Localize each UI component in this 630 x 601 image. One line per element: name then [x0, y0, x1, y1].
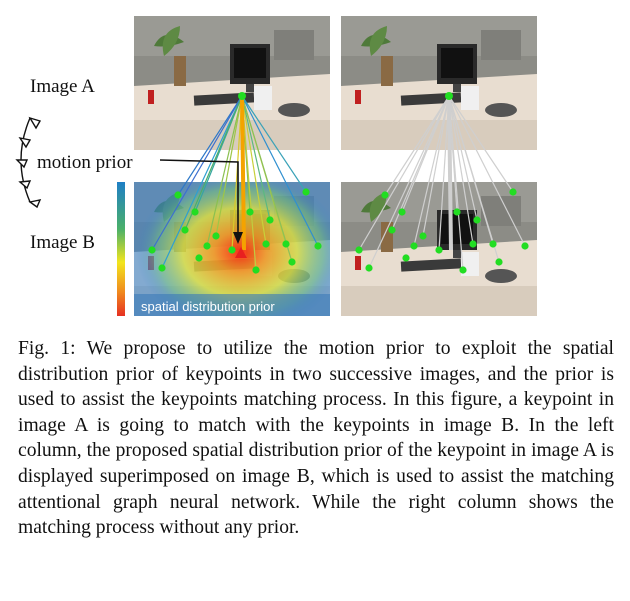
figure-caption: Fig. 1: We propose to utilize the motion… [18, 336, 614, 541]
keypoint [262, 240, 270, 248]
figure-1: Image A motion prior Image B spatial dis… [15, 16, 537, 316]
matches-left [151, 95, 319, 271]
image-a-right [341, 16, 537, 150]
keypoint [181, 226, 189, 234]
keypoint [228, 246, 236, 254]
keypoint [191, 208, 199, 216]
keypoints-right [355, 92, 529, 274]
keypoint [246, 208, 254, 216]
keypoint [212, 232, 220, 240]
keypoint [453, 208, 461, 216]
keypoint [459, 266, 467, 274]
keypoint [195, 254, 203, 262]
keypoint [282, 240, 290, 248]
keypoint [419, 232, 427, 240]
keypoint [355, 246, 363, 254]
keypoint-a [238, 92, 246, 100]
keypoint [473, 216, 481, 224]
motion-prior-arrow [159, 159, 243, 244]
keypoint [402, 254, 410, 262]
keypoint [314, 242, 322, 250]
keypoint [288, 258, 296, 266]
keypoint [252, 266, 260, 274]
motion-prior-label: motion prior [37, 152, 133, 173]
keypoint [410, 242, 418, 250]
image-a [134, 16, 330, 150]
caption-text: We propose to utilize the motion prior t… [18, 338, 614, 539]
keypoint [203, 242, 211, 250]
keypoint [174, 191, 182, 199]
matches-right [358, 95, 526, 271]
camera-trajectory-icon [15, 116, 42, 209]
keypoint [365, 264, 373, 272]
keypoint [398, 208, 406, 216]
keypoint [435, 246, 443, 254]
keypoint [495, 258, 503, 266]
keypoint [302, 188, 310, 196]
keypoint [469, 240, 477, 248]
keypoints-left [148, 92, 322, 274]
keypoint [381, 191, 389, 199]
keypoint [266, 216, 274, 224]
keypoint [509, 188, 517, 196]
keypoint [489, 240, 497, 248]
color-bar [117, 182, 125, 316]
keypoint [521, 242, 529, 250]
spatial-prior-label: spatial distribution prior [141, 299, 275, 314]
image-a-label: Image A [30, 76, 95, 97]
caption-prefix: Fig. 1: [18, 338, 76, 359]
keypoint-a [445, 92, 453, 100]
keypoint [158, 264, 166, 272]
keypoint [388, 226, 396, 234]
keypoint [148, 246, 156, 254]
predicted-position-marker [235, 247, 247, 258]
image-b-label: Image B [30, 232, 95, 253]
